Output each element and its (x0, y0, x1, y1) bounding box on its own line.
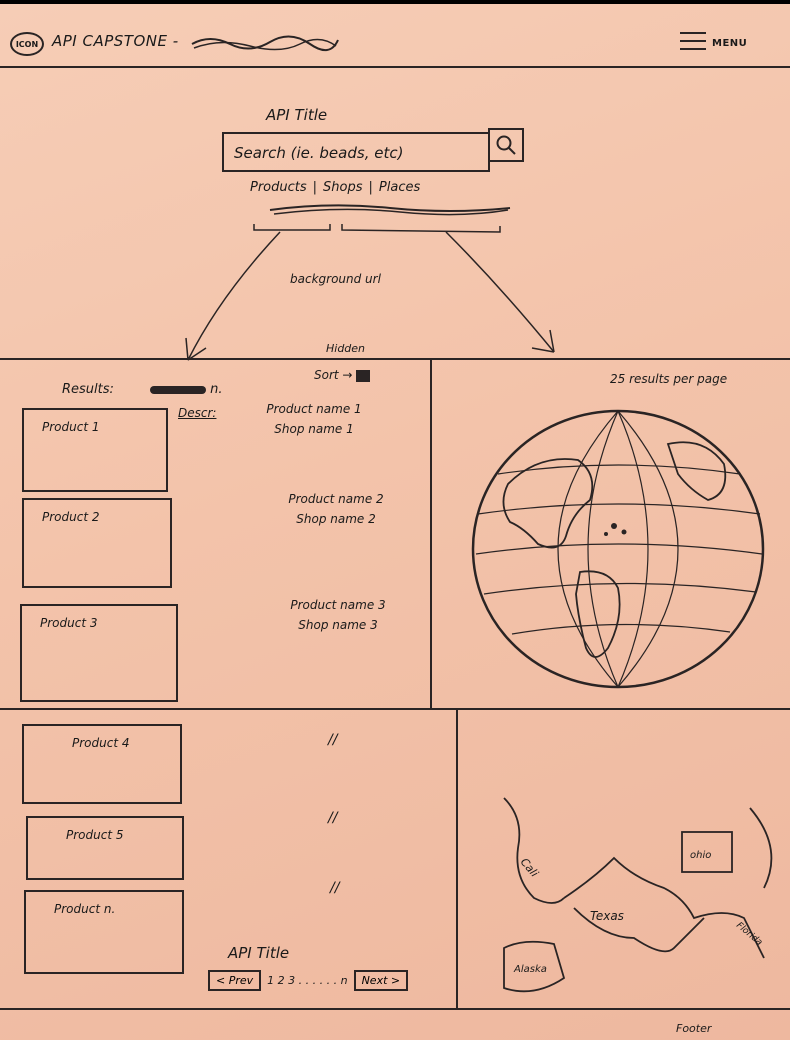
annotation-arrows (185, 231, 555, 361)
results-map-divider (430, 358, 432, 708)
product-card-3[interactable]: Product 3 (20, 604, 178, 702)
product-name[interactable]: Product name 2 (288, 492, 384, 506)
tab-products[interactable]: Products (250, 180, 307, 195)
map-label-ohio: ohio (690, 850, 711, 861)
sort-icon (356, 369, 371, 382)
product-name[interactable]: Product name 1 (266, 402, 362, 416)
pagination: < Prev 1 2 3 . . . . . . n Next > (208, 970, 409, 991)
results-mid-divider (0, 708, 790, 710)
ditto-mark: // (330, 880, 340, 896)
sketch-page: ICON API CAPSTONE - MENU API Title Searc… (0, 4, 790, 1040)
menu-icon[interactable] (680, 32, 706, 52)
map-label-alaska: Alaska (513, 964, 547, 975)
tab-places[interactable]: Places (378, 180, 421, 195)
shop-name[interactable]: Shop name 1 (274, 422, 354, 436)
sort-control[interactable]: Sort → (314, 368, 371, 382)
page-numbers[interactable]: 1 2 3 . . . . . . n (267, 974, 348, 987)
globe-map[interactable] (468, 404, 768, 694)
app-title: API CAPSTONE - (52, 32, 179, 50)
search-icon (496, 135, 516, 155)
product-info-3[interactable]: Product name 3 Shop name 3 (256, 598, 420, 632)
us-map[interactable]: Cali Texas ohio Florida Alaska (494, 788, 784, 1008)
product-info-1[interactable]: Product name 1 Shop name 1 (234, 402, 394, 436)
prev-button[interactable]: < Prev (208, 970, 262, 991)
shop-name[interactable]: Shop name 3 (298, 618, 378, 632)
scribbled-out-title (191, 35, 339, 51)
hidden-note: Hidden (326, 342, 366, 355)
product-card-2[interactable]: Product 2 (22, 498, 172, 588)
results-per-page[interactable]: 25 results per page (610, 372, 728, 386)
shop-name[interactable]: Shop name 2 (296, 512, 376, 526)
search-tabs: Products | Shops | Places (250, 180, 421, 195)
description-label: Descr: (178, 406, 217, 420)
logo[interactable]: ICON (10, 32, 44, 56)
background-url-note: background url (290, 272, 381, 286)
footer-divider (0, 1008, 790, 1010)
next-button[interactable]: Next > (353, 970, 409, 991)
product-name[interactable]: Product name 3 (290, 598, 386, 612)
footer-label: Footer (676, 1022, 712, 1035)
search-button[interactable] (488, 128, 524, 162)
header-divider (0, 66, 790, 68)
map-label-texas: Texas (590, 909, 624, 923)
results-top-divider (0, 358, 790, 360)
ditto-mark: // (328, 810, 338, 826)
product-card-4[interactable]: Product 4 (22, 724, 182, 804)
search-input[interactable]: Search (ie. beads, etc) (222, 132, 490, 172)
tab-scribble-and-brackets (253, 204, 511, 233)
map-label-florida: Florida (734, 921, 764, 948)
pagination-title: API Title (228, 944, 290, 962)
menu-label[interactable]: MENU (712, 38, 748, 49)
product-info-2[interactable]: Product name 2 Shop name 2 (256, 492, 416, 526)
product-card-1[interactable]: Product 1 (22, 408, 168, 492)
product-card-n[interactable]: Product n. (24, 890, 184, 974)
map-label-cali: Cali (518, 856, 541, 880)
results-count: n. (150, 382, 223, 397)
results-label: Results: (62, 382, 114, 397)
api-title: API Title (266, 106, 328, 124)
results-map-divider-lower (456, 708, 458, 1008)
ditto-mark: // (328, 732, 338, 748)
tab-shops[interactable]: Shops (323, 180, 363, 195)
product-card-5[interactable]: Product 5 (26, 816, 184, 880)
